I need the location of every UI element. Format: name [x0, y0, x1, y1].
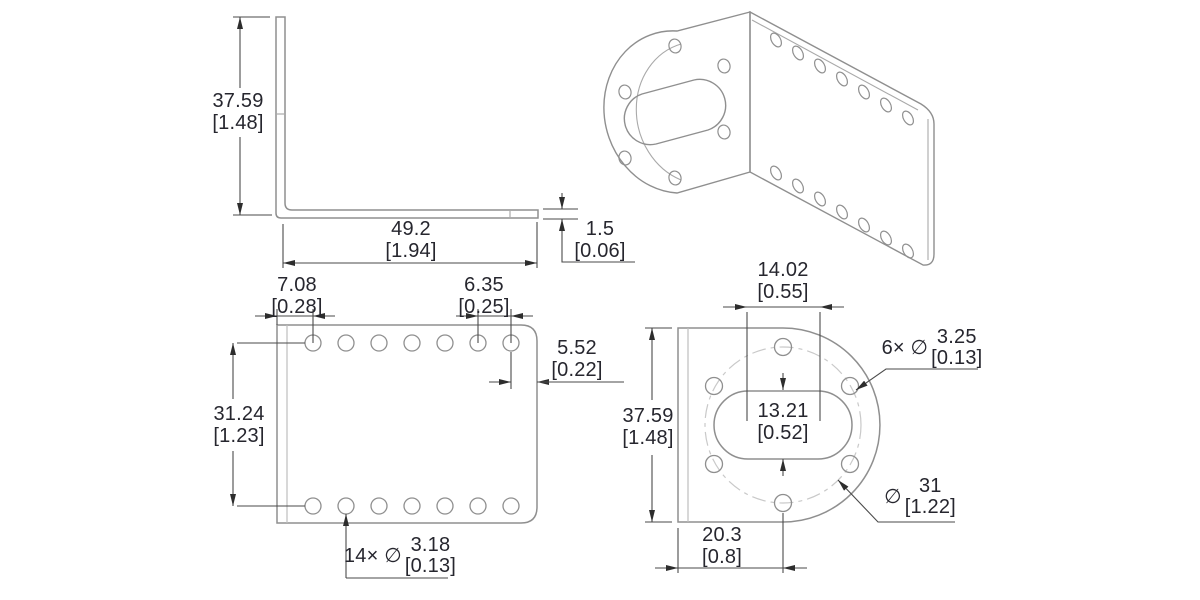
- front-face-linework: [677, 327, 881, 523]
- dim-inch: [1.23]: [213, 425, 265, 447]
- front-face-holes: [704, 337, 860, 513]
- dim-plate-hole-to-edge: 5.52 [0.22]: [551, 337, 602, 381]
- isometric-view-linework: [603, 10, 935, 266]
- dim-mm: 20.3: [702, 524, 742, 546]
- isometric-flange-holes: [618, 38, 731, 186]
- front-face-dimensions: [645, 304, 978, 573]
- dim-inch: [1.48]: [212, 112, 264, 134]
- dim-mm: 37.59: [212, 90, 264, 112]
- dim-front-height: 37.59 [1.48]: [622, 405, 673, 449]
- bottom-plate-linework: [276, 324, 538, 524]
- bolt-circle-centerline: [704, 346, 862, 504]
- dim-side-height: 37.59 [1.48]: [212, 90, 263, 134]
- dim-mm: 31: [918, 475, 942, 497]
- bottom-plate-holes: [304, 334, 520, 515]
- dim-mm: 31.24: [213, 403, 265, 425]
- dim-mm: 1.5: [585, 218, 615, 240]
- dim-inch: [0.06]: [574, 240, 626, 262]
- dim-mm: 3.18: [410, 534, 451, 556]
- dim-front-slot-spacing: 14.02 [0.55]: [757, 259, 808, 303]
- dim-inch: [1.48]: [622, 427, 674, 449]
- dim-inch: [0.25]: [458, 296, 510, 318]
- dim-front-bend-to-center: 20.3 [0.8]: [702, 524, 742, 568]
- dim-inch: [1.22]: [904, 496, 956, 518]
- dim-inch: [0.13]: [404, 555, 457, 577]
- dim-mm: 13.21: [757, 400, 809, 422]
- dim-side-thickness: 1.5 [0.06]: [574, 218, 625, 262]
- hole-count-diameter-symbol: 14× ∅: [343, 545, 402, 567]
- dim-mm: 7.08: [277, 274, 317, 296]
- hole-count-diameter-symbol: 6× ∅: [881, 337, 929, 359]
- dim-mm: 49.2: [391, 218, 431, 240]
- isometric-plate-holes: [769, 32, 915, 259]
- dim-inch: [0.52]: [757, 422, 809, 444]
- dim-plate-hole-spacing: 6.35 [0.25]: [458, 274, 509, 318]
- dim-inch: [0.28]: [271, 296, 323, 318]
- dim-mm: 5.52: [557, 337, 597, 359]
- bottom-plate-dimensions: [230, 309, 624, 579]
- dim-stack: 31 [1.22]: [905, 476, 956, 518]
- dim-stack: 3.18 [0.13]: [405, 535, 456, 577]
- dim-front-slot-width: 13.21 [0.52]: [757, 400, 808, 444]
- dim-plate-hole-diameter: 14× ∅ 3.18 [0.13]: [344, 535, 456, 577]
- side-view-dimensions: [233, 16, 635, 268]
- dim-inch: [0.8]: [702, 546, 742, 568]
- dim-inch: [0.55]: [757, 281, 809, 303]
- diameter-symbol: ∅: [884, 486, 902, 508]
- dim-mm: 14.02: [757, 259, 809, 281]
- dim-inch: [1.94]: [385, 240, 437, 262]
- dim-mm: 6.35: [464, 274, 504, 296]
- dim-stack: 3.25 [0.13]: [931, 327, 982, 369]
- dim-plate-edge-to-hole: 7.08 [0.28]: [271, 274, 322, 318]
- dim-side-length: 49.2 [1.94]: [385, 218, 436, 262]
- dim-mm: 37.59: [622, 405, 674, 427]
- side-view-linework: [275, 16, 539, 219]
- dim-inch: [0.13]: [931, 347, 983, 369]
- dim-front-bolt-circle: ∅ 31 [1.22]: [884, 476, 956, 518]
- dim-plate-row-spacing: 31.24 [1.23]: [213, 403, 264, 447]
- dim-inch: [0.22]: [551, 359, 603, 381]
- front-slot: [713, 390, 853, 460]
- dim-front-hole-diameter: 6× ∅ 3.25 [0.13]: [882, 327, 983, 369]
- dim-mm: 3.25: [936, 326, 977, 348]
